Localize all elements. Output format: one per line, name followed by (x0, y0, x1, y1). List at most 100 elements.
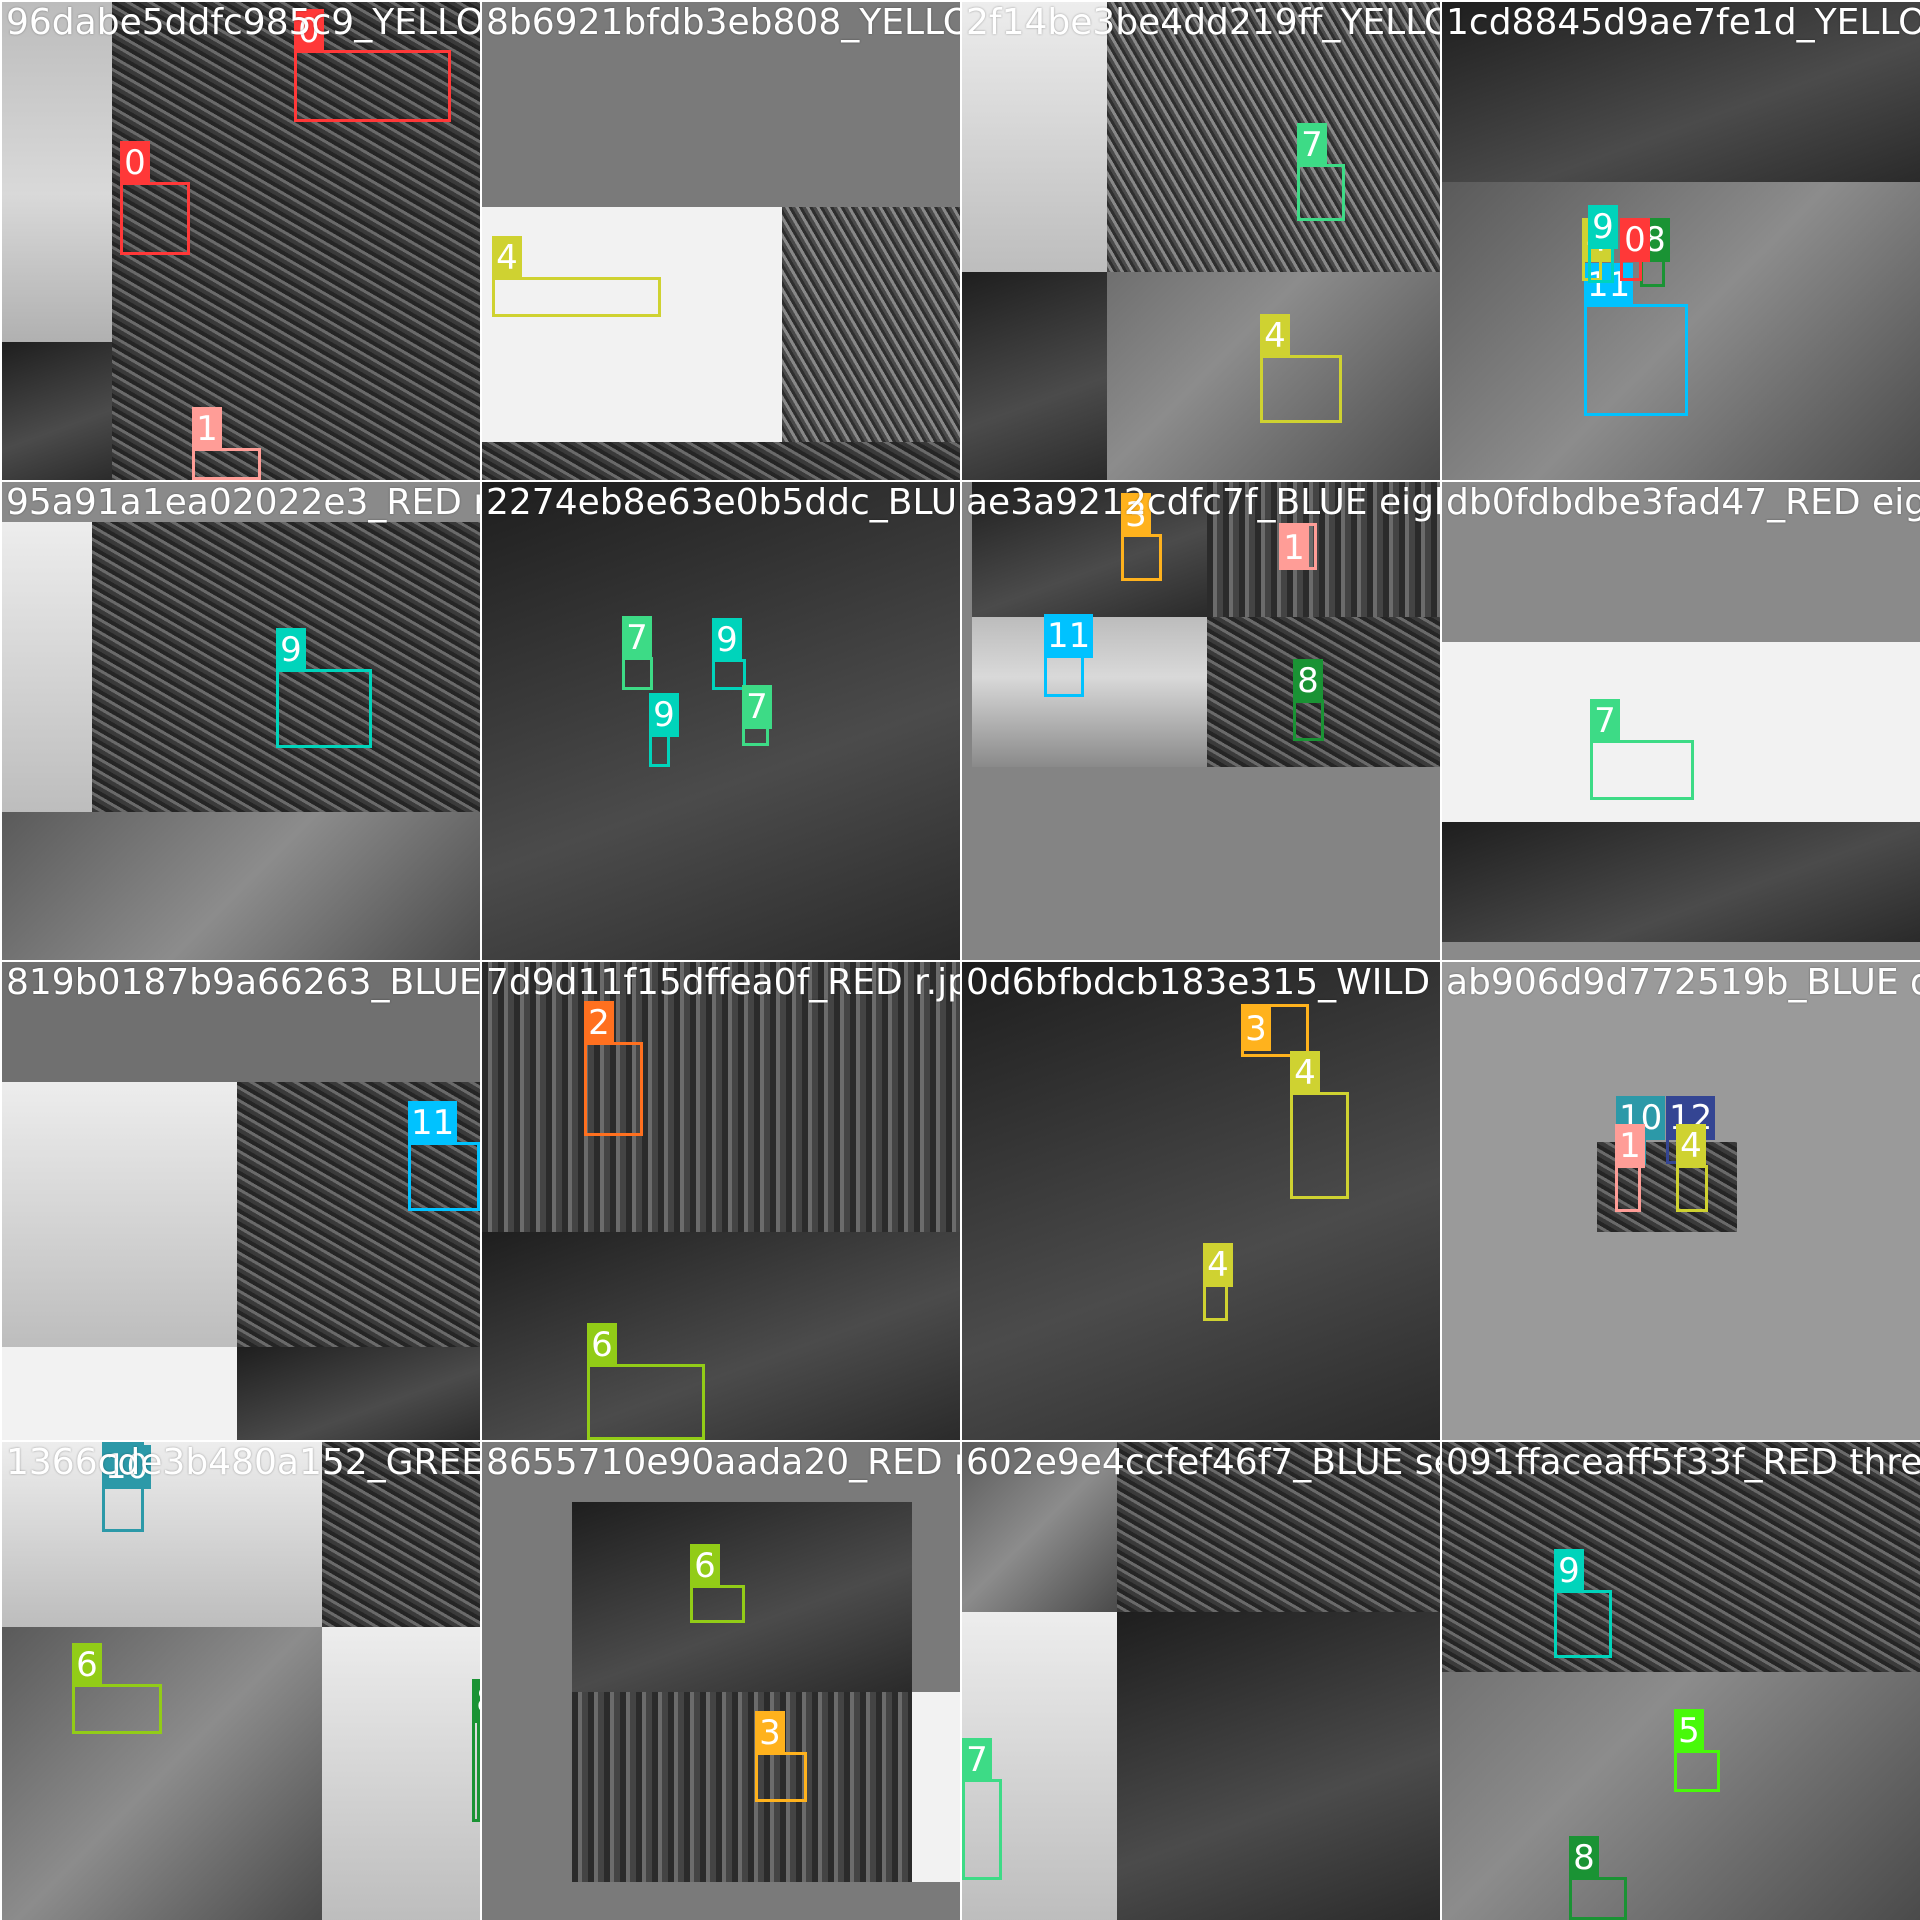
tile-filename-caption: 1cd8845d9ae7fe1d_YELLOW zero.jpg (1446, 2, 1920, 43)
bounding-box: 9 (1554, 1549, 1612, 1658)
tile-filename-caption: ab906d9d772519b_BLUE draw.jpg (1446, 962, 1920, 1003)
class-label: 7 (742, 685, 772, 729)
tile-filename-caption: 8655710e90aada20_RED r.jpg (486, 1442, 960, 1483)
mosaic-tile: 7 4 2f14be3be4dd219ff_YELLOW seven.jpg (962, 2, 1440, 480)
class-label: 10 (102, 1445, 152, 1489)
photo-fragment (482, 482, 960, 960)
photo-fragment (972, 482, 1207, 617)
photo-fragment (237, 1347, 480, 1440)
bounding-box: 0 (1620, 218, 1650, 281)
bounding-box: 7 (742, 685, 772, 746)
class-label: 11 (1584, 263, 1634, 307)
mosaic-tile: 1149801cd8845d9ae7fe1d_YELLOW zero.jpg (1442, 2, 1920, 480)
photo-fragment (322, 1627, 480, 1920)
class-label: 9 (649, 693, 679, 737)
class-label: 6 (587, 1323, 617, 1367)
bounding-box: 2 (584, 1001, 643, 1136)
class-label: 4 (1676, 1124, 1706, 1168)
class-label: 4 (1290, 1051, 1320, 1095)
mosaic-tile: 10681366cde3b480a152_GREEN six.jpg (2, 1442, 480, 1920)
tile-filename-caption: ae3a9212cdfc7f_BLUE eight.jpg (966, 482, 1440, 523)
bounding-box: 11 (1044, 614, 1094, 697)
photo-fragment (1442, 182, 1920, 480)
photo-fragment (1117, 1442, 1440, 1612)
bounding-box: 0 (294, 9, 451, 122)
photo-fragment (1442, 822, 1920, 942)
photo-fragment (962, 962, 1440, 1440)
mosaic-tile: 9 95a91a1ea02022e3_RED nine.jpg (2, 482, 480, 960)
class-label: 1 (192, 407, 222, 451)
bounding-box: 7 (962, 1738, 1002, 1880)
photo-fragment (1442, 1442, 1920, 1672)
bounding-box: 8 (1293, 659, 1324, 741)
photo-fragment (1107, 2, 1440, 272)
bounding-box: 3 (755, 1711, 807, 1802)
bounding-box: 0 (120, 141, 190, 255)
bounding-box: 9 (276, 628, 372, 748)
class-label: 9 (1588, 205, 1618, 249)
tile-filename-caption: 091ffaceaff5f33f_RED three.jpg (1446, 1442, 1920, 1483)
class-label: 6 (72, 1643, 102, 1687)
mosaic-tile: 7 602e9e4ccfef46f7_BLUE seven.jpg (962, 1442, 1440, 1920)
tile-filename-caption: 95a91a1ea02022e3_RED nine.jpg (6, 482, 480, 523)
bounding-box: 9 (1588, 205, 1618, 283)
bounding-box: 7 (1297, 123, 1345, 221)
bounding-box: 4 (1290, 1051, 1349, 1199)
tile-filename-caption: 602e9e4ccfef46f7_BLUE seven.jpg (966, 1442, 1440, 1483)
photo-fragment (572, 1692, 912, 1882)
class-label: 11 (408, 1101, 458, 1145)
photo-fragment (1117, 1612, 1440, 1920)
photo-fragment (1442, 2, 1920, 182)
photo-fragment (482, 1232, 960, 1440)
mosaic-tile: 0 0 1 96dabe5ddfc985c9_YELLOW zero.jpg (2, 2, 480, 480)
class-label: 5 (1674, 1709, 1704, 1753)
class-label: 3 (1241, 1007, 1271, 1051)
photo-fragment (2, 342, 112, 480)
bounding-box: 4 (492, 236, 661, 317)
class-label: 1 (1279, 526, 1309, 570)
photo-fragment (2, 1442, 322, 1627)
class-label: 7 (962, 1738, 992, 1782)
class-label: 0 (294, 9, 324, 53)
bounding-box: 1 (192, 407, 261, 480)
photo-fragment (962, 272, 1107, 480)
bounding-box: 3 (1121, 493, 1162, 581)
class-label: 3 (1121, 493, 1151, 537)
class-label: 4 (1260, 314, 1290, 358)
photo-fragment (1207, 617, 1440, 767)
photo-fragment (2, 812, 480, 960)
tile-filename-caption: 2274eb8e63e0b5ddc_BLUE nine.jpg (486, 482, 960, 523)
photo-fragment (482, 962, 960, 1232)
bounding-box: 10 (102, 1442, 152, 1532)
bounding-box: 6 (690, 1544, 745, 1623)
class-label: 0 (120, 141, 150, 185)
tile-filename-caption: 7d9d11f15dffea0f_RED r.jpg (486, 962, 960, 1003)
bounding-box: 6 (72, 1643, 162, 1734)
tile-filename-caption: 2f14be3be4dd219ff_YELLOW seven.jpg (966, 2, 1440, 43)
class-label: 8 (472, 1679, 480, 1723)
photo-fragment (912, 1692, 960, 1882)
bounding-box: 4 (1260, 314, 1342, 423)
photo-fragment (2, 1627, 322, 1920)
bounding-box: 5 (1674, 1709, 1720, 1792)
class-label: 4 (492, 236, 522, 280)
class-label: 7 (1297, 123, 1327, 167)
class-label: 3 (755, 1711, 785, 1755)
bounding-box: 7 (622, 616, 653, 690)
tile-filename-caption: 0d6bfbdcb183e315_WILD wild card.jpg (966, 962, 1440, 1003)
photo-fragment (1207, 482, 1440, 617)
tile-filename-caption: 96dabe5ddfc985c9_YELLOW zero.jpg (6, 2, 480, 43)
class-label: 7 (622, 616, 652, 660)
class-label: 6 (690, 1544, 720, 1588)
bounding-box: 9 (712, 618, 746, 690)
mosaic-tile: 6 3 8655710e90aada20_RED r.jpg (482, 1442, 960, 1920)
class-label: 0 (1620, 218, 1650, 262)
photo-fragment (782, 207, 960, 442)
bounding-box: 11 (1584, 263, 1688, 416)
class-label: 9 (1554, 1549, 1584, 1593)
